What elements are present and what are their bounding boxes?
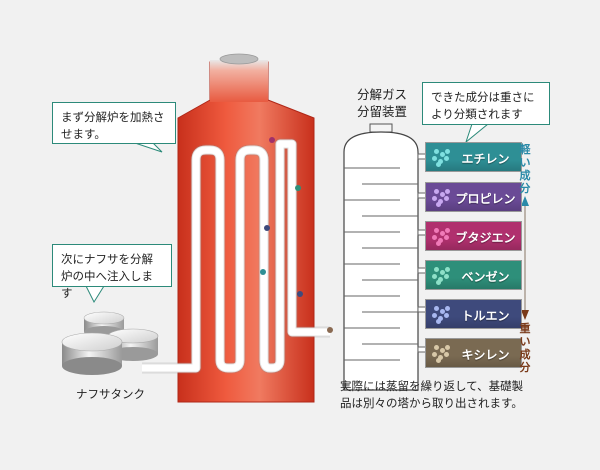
arrow-up-icon bbox=[521, 196, 529, 206]
product-name: エチレン bbox=[461, 152, 510, 166]
tower-label: 分解ガス 分留装置 bbox=[346, 86, 418, 120]
molecule-icon bbox=[432, 306, 450, 324]
product-box: ブタジエン bbox=[425, 221, 522, 251]
heavy-char: 分 bbox=[519, 361, 531, 374]
particle-dot bbox=[269, 137, 275, 143]
tower-label-line1: 分解ガス bbox=[356, 87, 407, 102]
callout-heat-furnace: まず分解炉を加熱させます。 bbox=[52, 102, 176, 144]
tower-label-line2: 分留装置 bbox=[356, 104, 407, 119]
callout-heat-text: まず分解炉を加熱させます。 bbox=[61, 110, 165, 141]
particle-dot bbox=[327, 327, 333, 333]
product-name: トルエン bbox=[461, 309, 510, 323]
light-component-label: 軽 い 成 分 bbox=[519, 143, 531, 195]
callout-inject-naphtha: 次にナフサを分解炉の中へ注入します bbox=[52, 244, 172, 300]
heavy-char: い bbox=[519, 335, 531, 348]
molecule-icon bbox=[432, 345, 450, 363]
note-line1: 実際には蒸留を繰り返して、基礎製 bbox=[340, 379, 524, 393]
arrow-down-icon bbox=[521, 310, 529, 320]
naphtha-tanks bbox=[61, 311, 159, 375]
distillation-tower bbox=[343, 123, 427, 391]
tank-label: ナフサタンク bbox=[76, 387, 145, 401]
product-name: キシレン bbox=[461, 348, 510, 362]
molecule-icon bbox=[432, 228, 450, 246]
product-name: プロピレン bbox=[455, 192, 516, 206]
heavy-char: 重 bbox=[519, 322, 531, 335]
product-box: ベンゼン bbox=[425, 260, 522, 290]
product-box: キシレン bbox=[425, 338, 522, 368]
molecule-icon bbox=[432, 267, 450, 285]
heating-coil bbox=[142, 137, 333, 374]
molecule-icon bbox=[432, 149, 450, 167]
light-char: い bbox=[519, 156, 531, 169]
product-box: トルエン bbox=[425, 299, 522, 329]
product-box: エチレン bbox=[425, 142, 522, 172]
particle-dot bbox=[264, 225, 270, 231]
particle-dot bbox=[297, 291, 303, 297]
heavy-char: 成 bbox=[519, 348, 531, 361]
heavy-component-label: 重 い 成 分 bbox=[519, 322, 531, 374]
callout-inject-text: 次にナフサを分解炉の中へ注入します bbox=[61, 252, 153, 300]
callout-separation: できた成分は重さにより分類されます bbox=[422, 82, 550, 125]
note-text: 実際には蒸留を繰り返して、基礎製 品は別々の塔から取り出されます。 bbox=[340, 378, 540, 412]
particle-dot bbox=[295, 185, 301, 191]
light-char: 分 bbox=[519, 182, 531, 195]
particle-dot bbox=[260, 269, 266, 275]
callout-separation-text: できた成分は重さにより分類されます bbox=[431, 90, 535, 121]
product-name: ブタジエン bbox=[455, 231, 516, 245]
light-char: 成 bbox=[519, 169, 531, 182]
product-name: ベンゼン bbox=[461, 270, 510, 284]
product-box: プロピレン bbox=[425, 182, 522, 212]
molecule-icon bbox=[432, 189, 450, 207]
note-line2: 品は別々の塔から取り出されます。 bbox=[340, 396, 523, 410]
light-char: 軽 bbox=[519, 143, 531, 156]
weight-axis bbox=[521, 196, 529, 320]
